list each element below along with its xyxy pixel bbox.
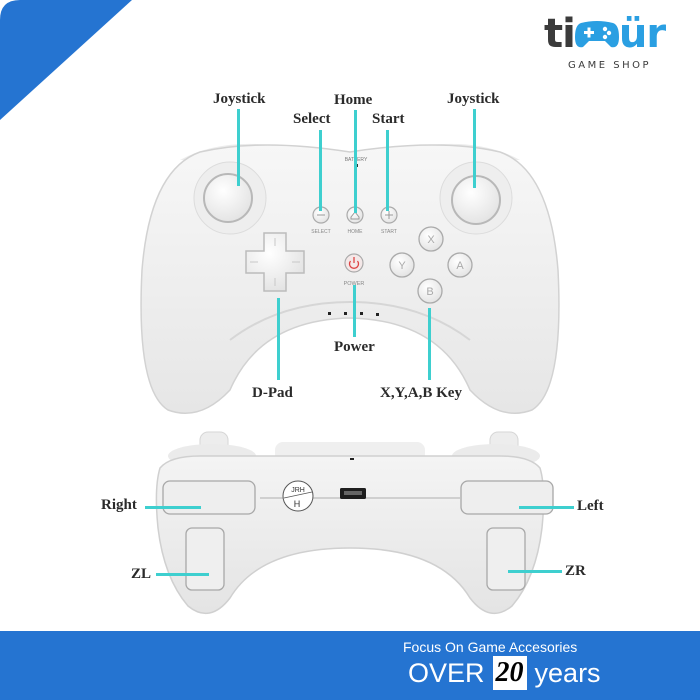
right-joystick	[451, 175, 501, 225]
corner-decoration	[0, 0, 132, 120]
years-number-badge: 20	[492, 656, 527, 690]
front-controller-image: BATTERY SELECT HOME START POWER X Y A B	[140, 143, 560, 414]
label-power: Power	[334, 339, 375, 355]
leader-power	[353, 285, 356, 337]
label-zr: ZR	[565, 563, 586, 580]
label-zl-text: ZL	[131, 566, 152, 582]
banner-years: OVER 20 years	[408, 656, 601, 690]
leader-start	[386, 130, 389, 211]
svg-text:X: X	[427, 234, 435, 246]
svg-text:Y: Y	[398, 260, 406, 272]
left-joystick	[203, 173, 253, 223]
banner-years-text: years	[534, 657, 601, 688]
label-left-bumper: Left	[577, 498, 604, 514]
leader-right-bumper	[145, 506, 201, 509]
label-select: Select	[293, 111, 331, 127]
logo-text-ti: ti	[544, 11, 576, 57]
gamepad-icon	[574, 14, 619, 48]
svg-text:START: START	[381, 229, 397, 235]
label-start: Start	[372, 111, 405, 127]
leader-home	[354, 110, 357, 213]
svg-text:POWER: POWER	[344, 281, 365, 287]
label-zl: ZL	[131, 566, 151, 583]
leader-face-buttons	[428, 308, 431, 380]
leader-left-bumper	[519, 506, 574, 509]
logo-text-ur: ür	[618, 11, 666, 57]
svg-text:A: A	[456, 260, 464, 272]
leader-zl	[156, 573, 209, 576]
logo-subtitle: GAME SHOP	[568, 60, 651, 71]
label-joystick-left: Joystick	[213, 91, 266, 107]
svg-text:JRH: JRH	[291, 487, 305, 494]
label-right-bumper: Right	[101, 497, 137, 513]
label-home: Home	[334, 92, 373, 108]
footer-banner: Focus On Game Accesories OVER 20 years	[0, 631, 700, 700]
leader-dpad	[277, 298, 280, 380]
svg-text:HOME: HOME	[348, 229, 364, 235]
dpad	[245, 232, 305, 292]
leader-joystick-left	[237, 109, 240, 186]
label-joystick-right: Joystick	[447, 91, 500, 107]
svg-text:SELECT: SELECT	[311, 229, 330, 235]
label-zr-text: ZR	[565, 563, 586, 579]
svg-text:H: H	[294, 499, 301, 509]
label-face-buttons: X,Y,A,B Key	[380, 385, 462, 401]
banner-over-text: OVER	[408, 657, 485, 688]
rear-controller-image: JRH H	[155, 431, 554, 615]
banner-tagline: Focus On Game Accesories	[403, 639, 578, 655]
label-dpad: D-Pad	[252, 385, 293, 401]
leader-select	[319, 130, 322, 211]
svg-text:B: B	[426, 286, 433, 298]
leader-zr	[508, 570, 562, 573]
leader-joystick-right	[473, 109, 476, 188]
